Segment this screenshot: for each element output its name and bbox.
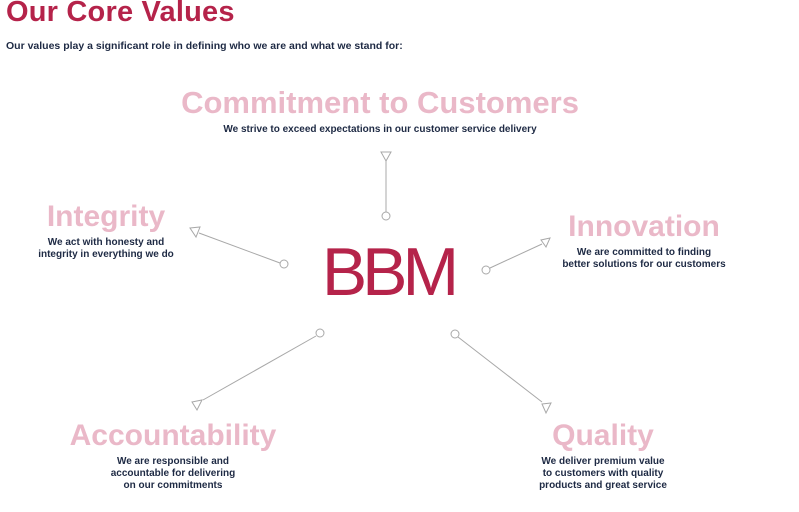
connector-accountability <box>202 335 317 401</box>
value-integrity-description: We act with honesty and integrity in eve… <box>38 237 174 260</box>
value-innovation-description: We are committed to finding better solut… <box>562 247 726 270</box>
value-integrity: Integrity We act with honesty and integr… <box>10 200 202 261</box>
connector-commitment-arrow <box>380 151 392 163</box>
value-commitment-title: Commitment to Customers <box>181 85 579 120</box>
connector-quality <box>457 336 543 403</box>
value-integrity-title: Integrity <box>46 200 166 233</box>
connector-quality-arrow <box>541 402 552 415</box>
connector-innovation-arrow <box>540 237 551 249</box>
connector-accountability-arrow <box>191 399 203 412</box>
value-quality: Quality We deliver premium value to cust… <box>500 419 706 492</box>
connector-integrity <box>198 232 281 264</box>
value-innovation-title: Innovation <box>568 210 720 243</box>
value-accountability-description: We are responsible and accountable for d… <box>110 456 236 491</box>
connector-commitment-dot <box>381 211 391 221</box>
connector-integrity-dot <box>279 259 289 269</box>
value-accountability: Accountability We are responsible and ac… <box>40 419 306 492</box>
connector-quality-dot <box>450 329 460 339</box>
bbm-logo: BBM <box>321 234 459 310</box>
value-accountability-title: Accountability <box>69 419 277 452</box>
value-quality-description: We deliver premium value to customers wi… <box>539 456 667 491</box>
connector-accountability-dot <box>315 328 325 338</box>
value-innovation: Innovation We are committed to finding b… <box>536 210 752 271</box>
connector-integrity-arrow <box>189 226 201 239</box>
value-quality-title: Quality <box>552 419 654 452</box>
page-subtitle: Our values play a significant role in de… <box>6 40 403 52</box>
connector-innovation <box>489 243 543 269</box>
value-commitment-description: We strive to exceed expectations in our … <box>223 124 537 136</box>
value-commitment: Commitment to Customers We strive to exc… <box>120 85 640 136</box>
page-title: Our Core Values <box>6 0 235 28</box>
connector-innovation-dot <box>481 265 491 275</box>
